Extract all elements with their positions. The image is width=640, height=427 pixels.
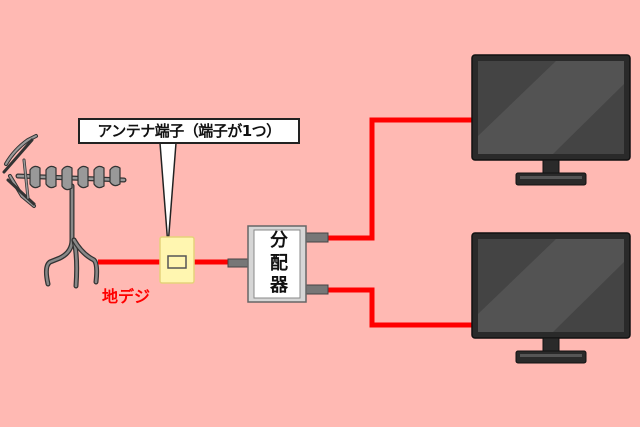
splitter-label-char: 配 (270, 252, 288, 274)
television-icon-lower (471, 232, 631, 364)
splitter-icon (227, 225, 329, 303)
cable-splitter-to-lower-tv (328, 287, 472, 328)
antenna-tripod (43, 183, 100, 289)
television-icon-upper (471, 54, 631, 186)
splitter-label: 分 配 器 (256, 230, 302, 296)
splitter-label-char: 分 (270, 230, 288, 251)
splitter-label-char: 器 (270, 275, 288, 296)
antenna-elements (2, 134, 127, 208)
cable-splitter-to-upper-tv (328, 117, 472, 241)
cables (98, 117, 472, 328)
wall-antenna-outlet-icon (159, 236, 195, 284)
uhf-antenna-icon (2, 134, 127, 289)
antenna-outlet-callout: アンテナ端子（端子が1つ） (78, 118, 300, 144)
callout-pointer (159, 142, 177, 247)
terrestrial-digital-label: 地デジ (102, 287, 151, 306)
